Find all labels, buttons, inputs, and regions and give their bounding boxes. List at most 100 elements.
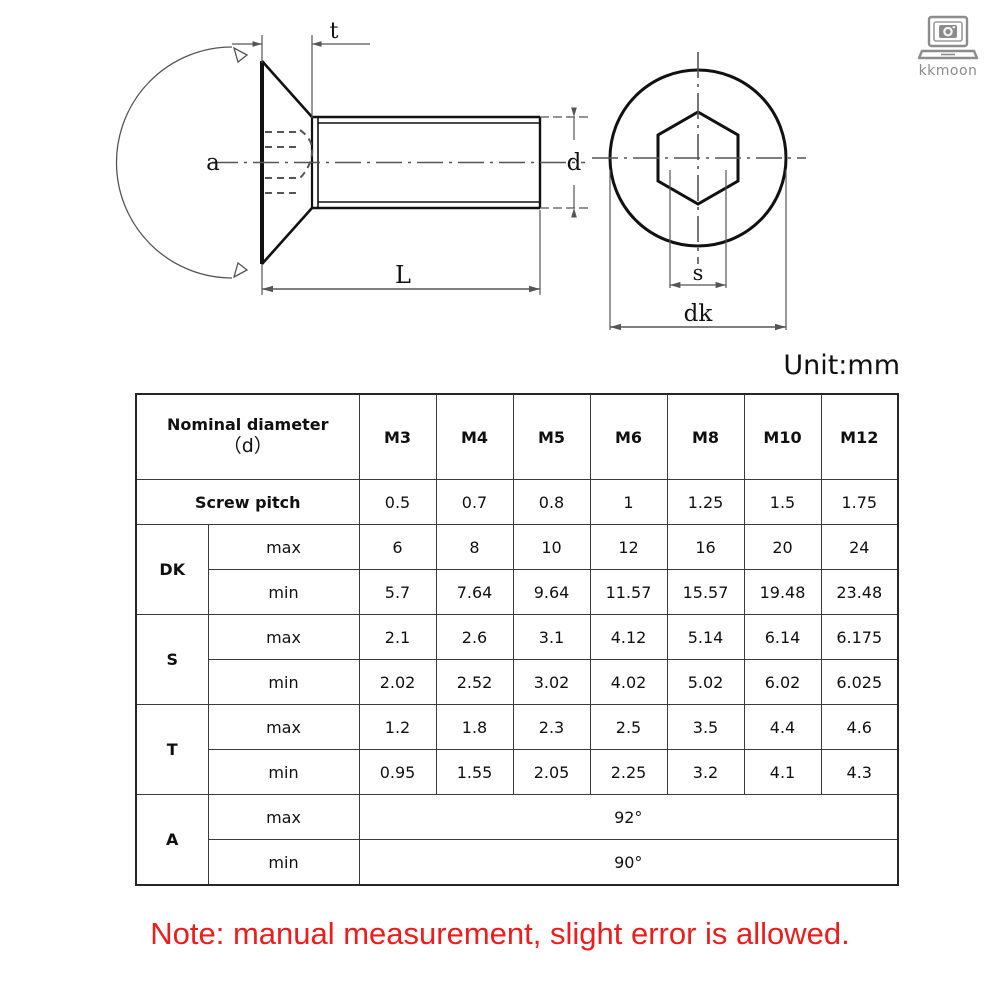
- header-size-m6: M6: [589, 393, 668, 480]
- header-nominal-diameter: Nominal diameter （d）: [135, 393, 360, 480]
- cell-s-max-m8: 5.14: [666, 614, 745, 660]
- table-row-dk-min: min 5.7 7.64 9.64 11.57 15.57 19.48 23.4…: [136, 569, 899, 615]
- cell-t-min-m6: 2.25: [589, 749, 668, 795]
- cell-pitch-m10: 1.5: [743, 479, 822, 525]
- cell-pitch-m4: 0.7: [435, 479, 514, 525]
- cell-pitch-m12: 1.75: [820, 479, 899, 525]
- cell-dk-min-m5: 9.64: [512, 569, 591, 615]
- cell-angle-min: 90°: [358, 839, 899, 886]
- header-size-m12: M12: [820, 393, 899, 480]
- row-bound-dk-max: max: [207, 524, 360, 570]
- spec-table-container: Nominal diameter （d） M3 M4 M5 M6 M8 M10 …: [135, 393, 899, 886]
- cell-dk-max-m8: 16: [666, 524, 745, 570]
- row-group-label-s: S: [135, 614, 209, 705]
- cell-t-min-m3: 0.95: [358, 749, 437, 795]
- cell-dk-min-m12: 23.48: [820, 569, 899, 615]
- row-bound-a-min: min: [207, 839, 360, 886]
- cell-s-min-m10: 6.02: [743, 659, 822, 705]
- cell-dk-max-m5: 10: [512, 524, 591, 570]
- dim-label-a: a: [206, 150, 220, 176]
- technical-drawing: t a d L: [0, 0, 1000, 345]
- row-group-label-dk: DK: [135, 524, 209, 615]
- cell-t-min-m10: 4.1: [743, 749, 822, 795]
- dim-label-L: L: [395, 261, 411, 289]
- cell-angle-max: 92°: [358, 794, 899, 840]
- cell-dk-min-m6: 11.57: [589, 569, 668, 615]
- dim-label-t: t: [330, 19, 339, 44]
- cell-s-min-m4: 2.52: [435, 659, 514, 705]
- row-group-label-a: A: [135, 794, 209, 886]
- cell-s-min-m5: 3.02: [512, 659, 591, 705]
- cell-dk-max-m10: 20: [743, 524, 822, 570]
- brand-name: kkmoon: [918, 63, 978, 79]
- cell-s-max-m10: 6.14: [743, 614, 822, 660]
- table-row-a-min: min 90°: [136, 839, 899, 886]
- row-group-label-t: T: [135, 704, 209, 795]
- cell-s-max-m5: 3.1: [512, 614, 591, 660]
- row-bound-t-max: max: [207, 704, 360, 750]
- header-size-m10: M10: [743, 393, 822, 480]
- table-row-t-max: T max 1.2 1.8 2.3 2.5 3.5 4.4 4.6: [135, 704, 899, 795]
- row-bound-t-min: min: [207, 749, 360, 795]
- cell-s-min-m12: 6.025: [820, 659, 899, 705]
- header-title-line2: （d）: [222, 435, 273, 458]
- cell-dk-max-m3: 6: [358, 524, 437, 570]
- dim-label-dk: dk: [684, 301, 714, 327]
- header-size-m5: M5: [512, 393, 591, 480]
- cell-s-min-m6: 4.02: [589, 659, 668, 705]
- cell-dk-min-m4: 7.64: [435, 569, 514, 615]
- table-row-dk-max: DK max 6 8 10 12 16 20 24: [135, 524, 899, 615]
- laptop-camera-icon: [917, 15, 979, 60]
- cell-t-min-m8: 3.2: [666, 749, 745, 795]
- header-size-m4: M4: [435, 393, 514, 480]
- cell-dk-max-m6: 12: [589, 524, 668, 570]
- cell-s-min-m8: 5.02: [666, 659, 745, 705]
- side-view: t a d L: [115, 19, 590, 295]
- cell-t-max-m12: 4.6: [820, 704, 899, 750]
- row-label-screw-pitch: Screw pitch: [135, 479, 360, 525]
- cell-s-min-m3: 2.02: [358, 659, 437, 705]
- unit-label: Unit:mm: [783, 350, 900, 381]
- cell-t-min-m12: 4.3: [820, 749, 899, 795]
- cell-s-max-m4: 2.6: [435, 614, 514, 660]
- cell-pitch-m6: 1: [589, 479, 668, 525]
- cell-t-max-m3: 1.2: [358, 704, 437, 750]
- hex-socket-shape: [656, 110, 740, 206]
- table-row-t-min: min 0.95 1.55 2.05 2.25 3.2 4.1 4.3: [136, 749, 899, 795]
- end-view: s dk: [592, 52, 806, 331]
- cell-dk-min-m10: 19.48: [743, 569, 822, 615]
- brand-logo: kkmoon: [906, 14, 990, 90]
- cell-pitch-m3: 0.5: [358, 479, 437, 525]
- header-size-m8: M8: [666, 393, 745, 480]
- cell-t-min-m5: 2.05: [512, 749, 591, 795]
- cell-t-min-m4: 1.55: [435, 749, 514, 795]
- screw-specification-table: Nominal diameter （d） M3 M4 M5 M6 M8 M10 …: [135, 393, 899, 886]
- cell-s-max-m3: 2.1: [358, 614, 437, 660]
- row-bound-a-max: max: [207, 794, 360, 840]
- cell-s-max-m6: 4.12: [589, 614, 668, 660]
- cell-t-max-m8: 3.5: [666, 704, 745, 750]
- table-header-row: Nominal diameter （d） M3 M4 M5 M6 M8 M10 …: [135, 393, 899, 480]
- table-row-screw-pitch: Screw pitch 0.5 0.7 0.8 1 1.25 1.5 1.75: [135, 479, 899, 525]
- cell-dk-min-m8: 15.57: [666, 569, 745, 615]
- row-bound-dk-min: min: [207, 569, 360, 615]
- cell-dk-max-m4: 8: [435, 524, 514, 570]
- cell-pitch-m5: 0.8: [512, 479, 591, 525]
- row-bound-s-max: max: [207, 614, 360, 660]
- header-size-m3: M3: [358, 393, 437, 480]
- dim-label-s: s: [693, 261, 704, 285]
- header-title-line1: Nominal diameter: [167, 415, 329, 435]
- table-row-a-max: A max 92°: [135, 794, 899, 886]
- cell-t-max-m10: 4.4: [743, 704, 822, 750]
- dim-label-d: d: [567, 150, 582, 176]
- cell-pitch-m8: 1.25: [666, 479, 745, 525]
- cell-t-max-m5: 2.3: [512, 704, 591, 750]
- measurement-note: Note: manual measurement, slight error i…: [150, 916, 850, 951]
- table-row-s-min: min 2.02 2.52 3.02 4.02 5.02 6.02 6.025: [136, 659, 899, 705]
- table-row-s-max: S max 2.1 2.6 3.1 4.12 5.14 6.14 6.175: [135, 614, 899, 705]
- row-bound-s-min: min: [207, 659, 360, 705]
- cell-t-max-m4: 1.8: [435, 704, 514, 750]
- cell-dk-min-m3: 5.7: [358, 569, 437, 615]
- cell-t-max-m6: 2.5: [589, 704, 668, 750]
- cell-s-max-m12: 6.175: [820, 614, 899, 660]
